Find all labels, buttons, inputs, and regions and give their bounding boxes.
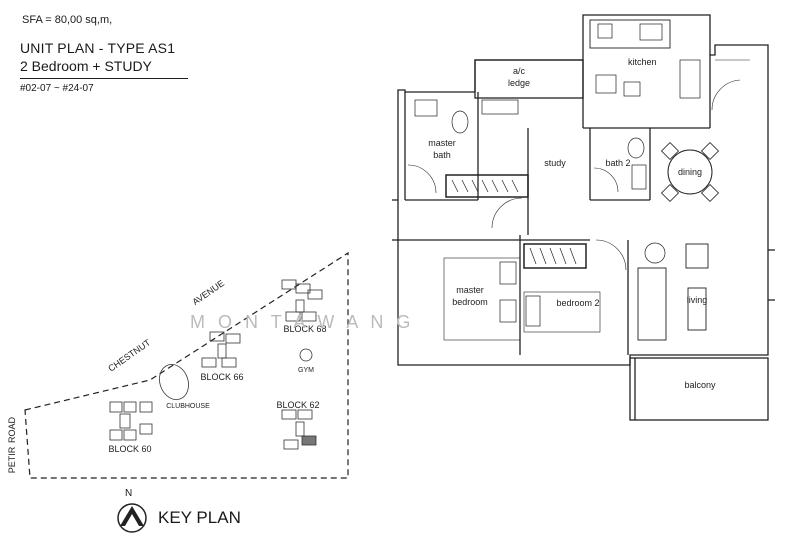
room-label-master-bath-2: bath (433, 150, 451, 160)
room-label-living: living (687, 295, 708, 305)
key-plan-label: KEY PLAN (158, 508, 241, 527)
watermark-text: M O N T A W A N G (190, 312, 414, 332)
balcony-outline (629, 357, 769, 421)
key-plan-site (24, 251, 349, 479)
amenity-label-clubhouse: CLUBHOUSE (166, 403, 210, 410)
north-compass-icon (117, 503, 147, 533)
unit-plan-subtitle: 2 Bedroom + STUDY (20, 58, 152, 74)
room-label-ac-ledge-2: ledge (508, 78, 530, 88)
room-label-study: study (544, 158, 566, 168)
road-label-avenue: AVENUE (191, 278, 227, 307)
key-plan-blocks (109, 279, 323, 450)
room-label-dining: dining (678, 167, 702, 177)
room-label-balcony: balcony (684, 380, 716, 390)
gym-shape (299, 348, 313, 362)
room-label-kitchen: kitchen (628, 57, 657, 67)
sofa (637, 267, 667, 341)
block-label-62: BLOCK 62 (276, 400, 319, 410)
room-label-ac-ledge-1: a/c (513, 66, 526, 76)
wardrobe-bedroom2 (523, 243, 587, 269)
kitchen-counter (589, 19, 671, 49)
sfa-area-text: SFA = 80,00 sq,m, (22, 14, 113, 26)
road-label-petir: PETIR (7, 446, 17, 473)
room-label-master-bedroom-2: bedroom (452, 297, 488, 307)
room-label-master-bedroom-1: master (456, 285, 484, 295)
block-label-66: BLOCK 66 (200, 372, 243, 382)
title-underline (20, 78, 188, 79)
room-label-bath2: bath 2 (605, 158, 630, 168)
floor-plan (392, 14, 775, 421)
amenity-label-gym: GYM (298, 367, 314, 374)
road-label-chestnut: CHESTNUT (106, 337, 152, 374)
unit-range-text: #02-07 ~ #24-07 (20, 83, 94, 94)
dining-table (667, 149, 713, 195)
room-label-bedroom2: bedroom 2 (556, 298, 599, 308)
clubhouse-shape (159, 364, 189, 400)
room-label-master-bath-1: master (428, 138, 456, 148)
road-label-road: ROAD (7, 417, 17, 444)
unit-plan-title: UNIT PLAN - TYPE AS1 (20, 40, 176, 56)
north-label: N (125, 488, 133, 499)
block-label-60: BLOCK 60 (108, 444, 151, 454)
wardrobe-master (445, 174, 529, 198)
block-label-68: BLOCK 68 (283, 324, 326, 334)
